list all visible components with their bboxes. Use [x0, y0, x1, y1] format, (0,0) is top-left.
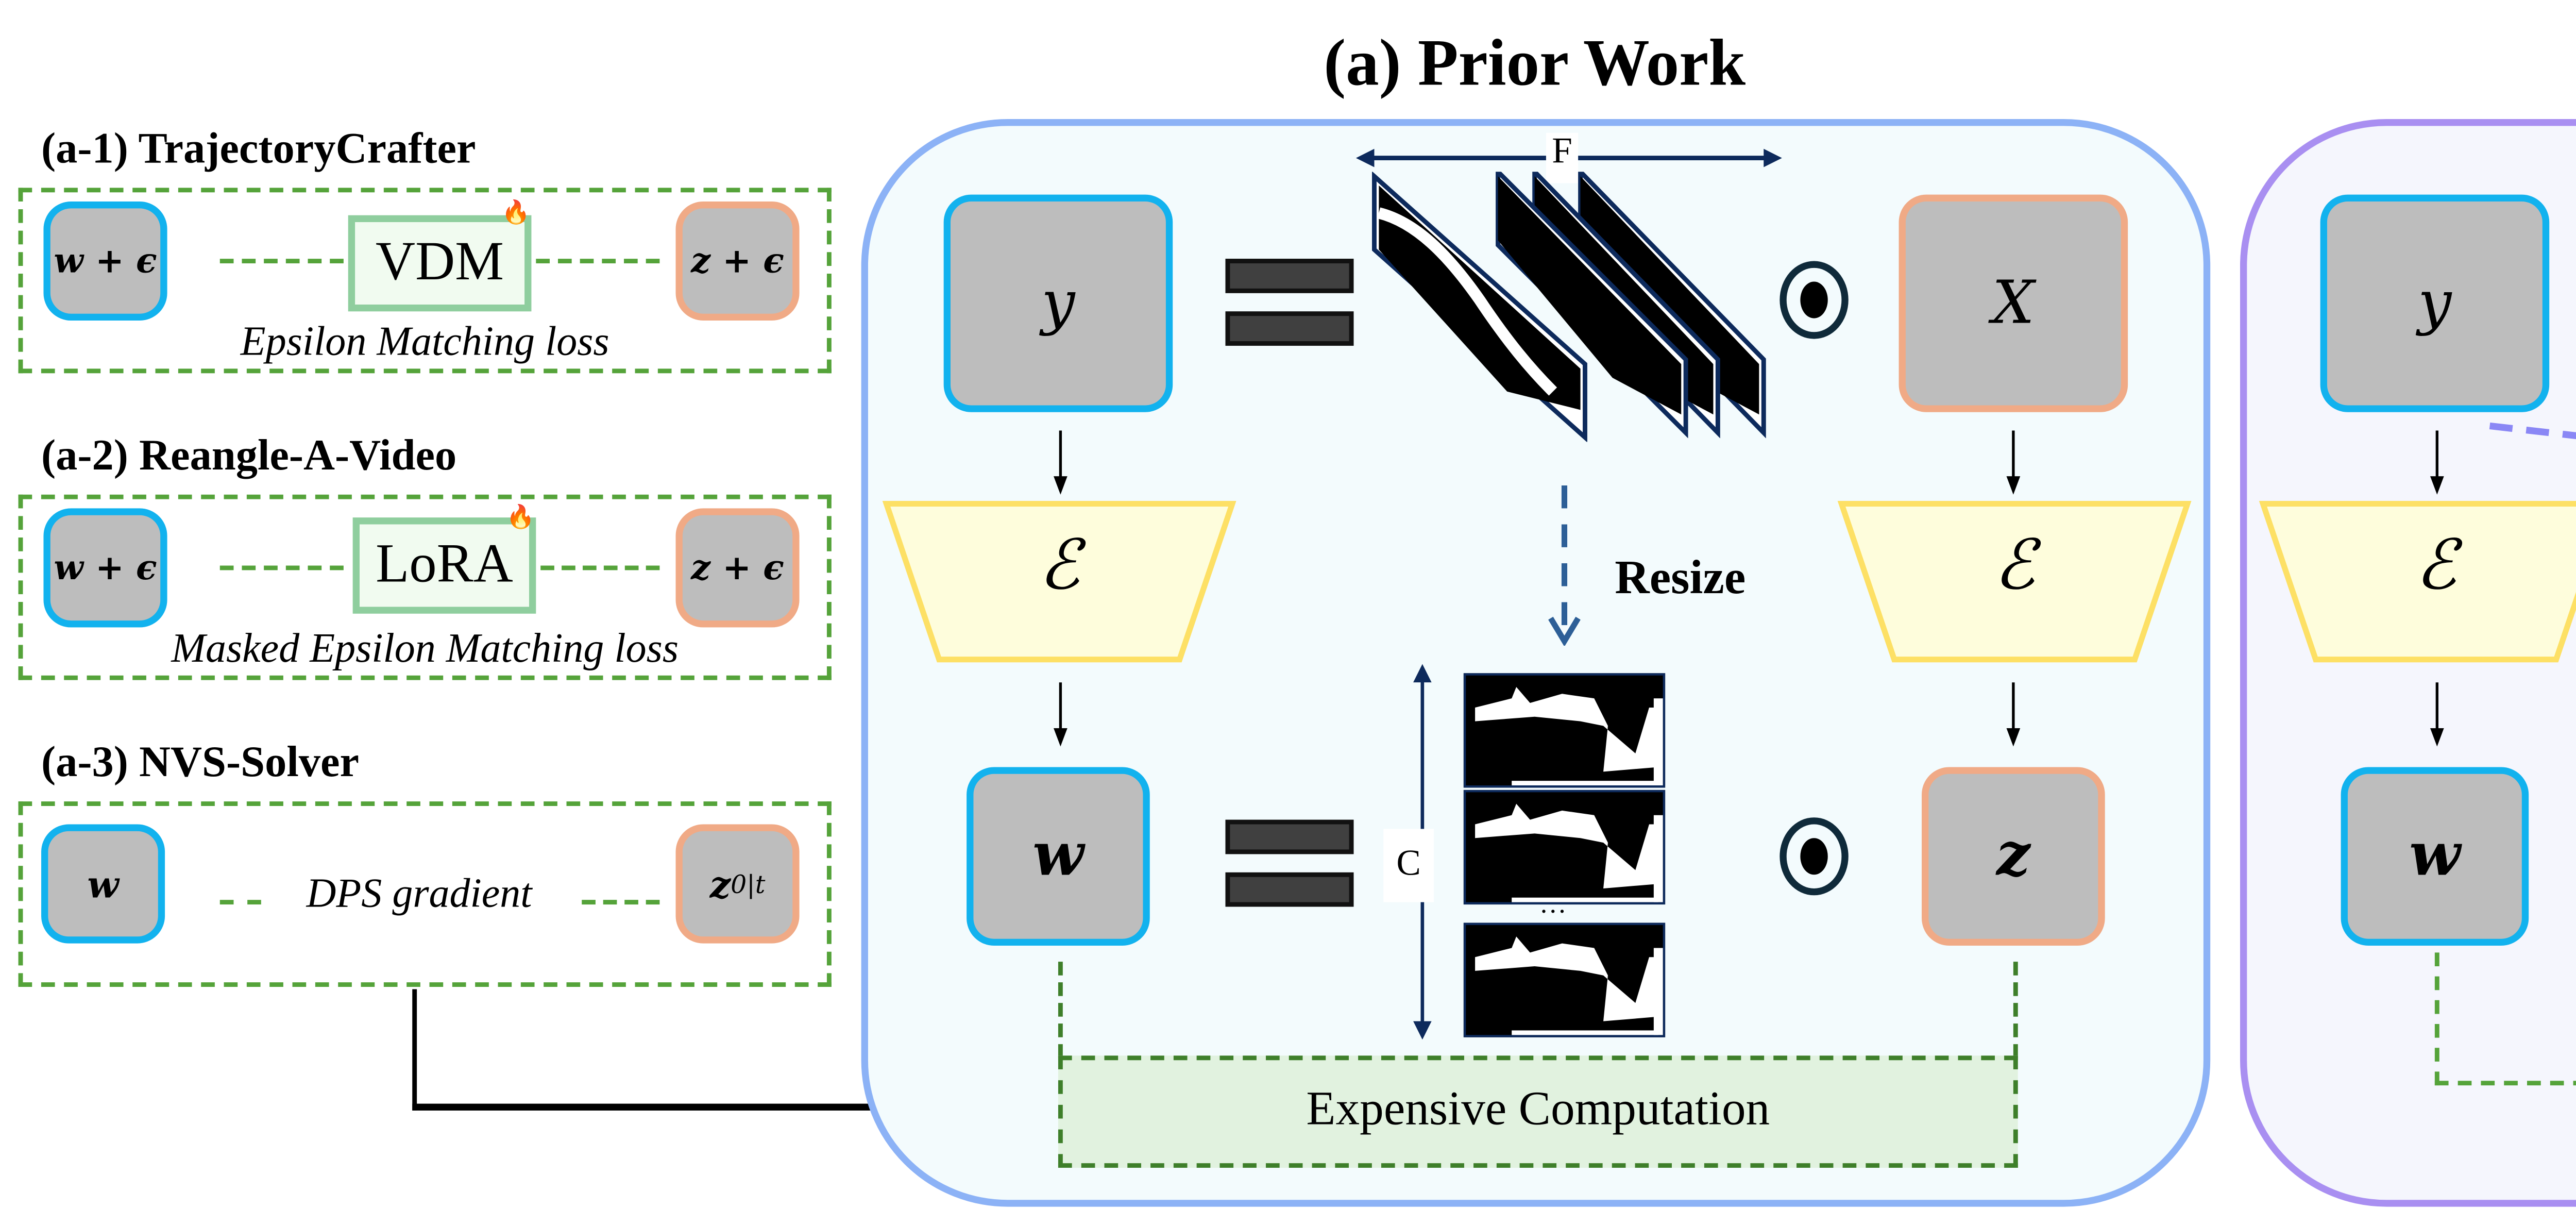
- w-tile: w: [2341, 767, 2529, 946]
- section-title-reangle: (a-2) Reangle-A-Video: [41, 432, 457, 481]
- epsilon-loss-caption: Epsilon Matching loss: [240, 318, 609, 364]
- mask-channel: [1463, 673, 1666, 788]
- backprop-free-bracket: [2434, 952, 2576, 1086]
- vdm-label: VDM: [376, 232, 504, 292]
- resize-arrow-icon: [1548, 485, 1581, 646]
- mask-frame: [1372, 172, 1587, 442]
- nvs-solver-box: [18, 801, 832, 987]
- flame-icon: 🔥: [506, 506, 535, 531]
- frames-label: F: [1546, 132, 1579, 183]
- connector-dash: [540, 565, 660, 570]
- down-arrow-icon: [2006, 430, 2021, 495]
- expensive-computation-label: Expensive Computation: [1306, 1081, 1770, 1136]
- mask-channel: [1463, 922, 1666, 1037]
- trajectorycrafter-box: [18, 188, 832, 374]
- connector-dash: [536, 259, 660, 263]
- y-tile: y: [943, 194, 1173, 412]
- encoder-left: [882, 500, 1236, 663]
- panel-a-title: (a) Prior Work: [1324, 27, 1746, 101]
- mask-frame: [1496, 172, 1688, 439]
- hadamard-product-icon: [1780, 261, 1849, 339]
- section-title-trajectorycrafter: (a-1) TrajectoryCrafter: [41, 126, 476, 174]
- encoder-right: [1837, 500, 2192, 663]
- mask-frame-stack: [1372, 172, 1766, 442]
- panel-b-title: (b) Ours: [2451, 27, 2576, 103]
- backprop-free-label: Backpropagation free: [2435, 1101, 2576, 1158]
- noisy-w-tile: w + ϵ: [43, 508, 167, 628]
- z0t-subscript: 0|t: [731, 869, 766, 899]
- y-tile: y: [2320, 194, 2550, 412]
- dps-gradient-label: DPS gradient: [306, 870, 532, 916]
- down-arrow-icon: [2430, 682, 2444, 747]
- lora-label: LoRA: [376, 534, 513, 595]
- ellipsis: ···: [1539, 895, 1567, 928]
- flame-icon: 🔥: [501, 202, 530, 227]
- down-arrow-icon: [1054, 430, 1067, 495]
- down-arrow-icon: [2006, 682, 2021, 747]
- section-title-nvs-solver: (a-3) NVS-Solver: [41, 740, 360, 788]
- connector-line-vertical: [412, 989, 417, 1111]
- z-tile: z: [1922, 767, 2105, 946]
- encoder-left-label: ℰ: [1038, 529, 1080, 605]
- w-tile: w: [967, 767, 1150, 946]
- encoder-left-label: ℰ: [2415, 529, 2457, 605]
- reangle-box: [18, 494, 832, 680]
- channels-label: C: [1383, 829, 1434, 902]
- vdm-module: VDM: [348, 215, 532, 312]
- mask-channel: [1463, 790, 1666, 905]
- dash-connector: [2013, 962, 2018, 1058]
- masked-epsilon-loss-caption: Masked Epsilon Matching loss: [171, 625, 679, 671]
- equals-icon: [1225, 819, 1354, 925]
- w-tile: w: [41, 824, 165, 944]
- connector-dash: [219, 900, 261, 905]
- connector-dash: [582, 900, 660, 905]
- hadamard-product-icon: [1780, 817, 1849, 896]
- dash-connector: [1058, 962, 1063, 1058]
- down-arrow-icon: [1054, 682, 1067, 747]
- expensive-computation-box: [1058, 1055, 2018, 1168]
- connector-dash: [219, 565, 344, 570]
- z0t-main: z: [709, 862, 731, 906]
- noisy-z-tile: z + ϵ: [675, 202, 800, 321]
- equals-icon: [1225, 259, 1354, 364]
- down-arrow-icon: [2430, 430, 2444, 495]
- noisy-z-tile: z + ϵ: [675, 508, 800, 628]
- connector-dash: [219, 259, 344, 263]
- x-tile: X: [1899, 194, 2128, 412]
- resize-label: Resize: [1615, 549, 1746, 605]
- encoder-right-label: ℰ: [1993, 529, 2036, 605]
- projector-input-arrow: [2489, 422, 2576, 440]
- lora-module: LoRA: [352, 517, 536, 614]
- noisy-w-tile: w + ϵ: [43, 202, 167, 321]
- encoder-left: [2259, 500, 2576, 663]
